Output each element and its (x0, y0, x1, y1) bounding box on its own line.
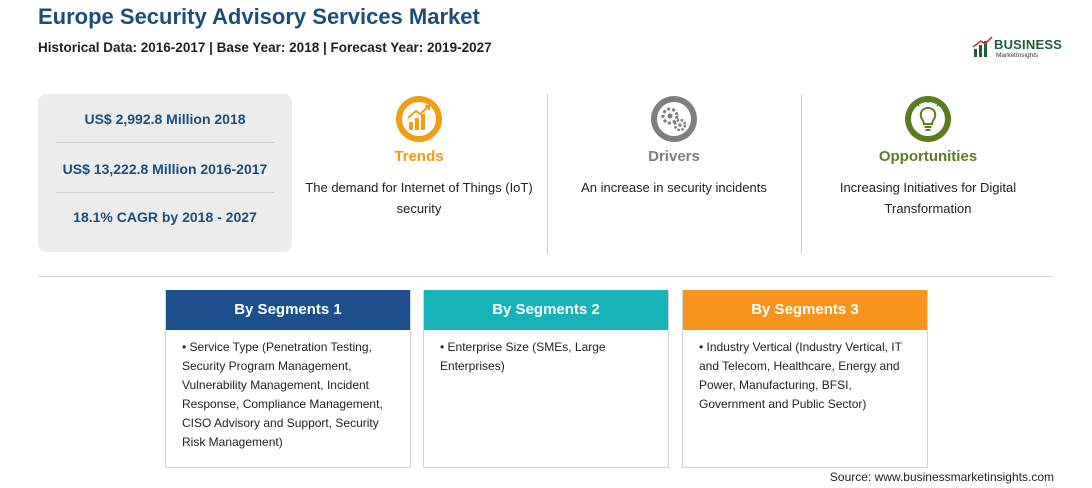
segment-3-header: By Segments 3 (683, 290, 927, 330)
trends-card: Trends The demand for Internet of Things… (292, 94, 546, 254)
lightbulb-icon (905, 96, 951, 142)
column-divider (547, 94, 548, 254)
stat-divider (56, 142, 274, 143)
segment-card-3: By Segments 3 • Industry Vertical (Indus… (682, 290, 928, 468)
segment-3-text: • Industry Vertical (Industry Vertical, … (699, 340, 902, 411)
page-subtitle: Historical Data: 2016-2017 | Base Year: … (38, 40, 492, 55)
drivers-label: Drivers (648, 148, 700, 165)
segment-2-header: By Segments 2 (424, 290, 668, 330)
logo-wordmark: BUSINESS (994, 37, 1063, 52)
column-divider (801, 94, 802, 254)
business-market-insights-logo: BUSINESS MarketInsights (972, 34, 1062, 64)
page-title: Europe Security Advisory Services Market (38, 4, 480, 29)
stat-divider (56, 192, 274, 193)
key-stats-panel: US$ 2,992.8 Million 2018 US$ 13,222.8 Mi… (38, 94, 292, 252)
segment-1-text: • Service Type (Penetration Testing, Sec… (182, 340, 383, 449)
opportunities-card: Opportunities Increasing Initiatives for… (801, 94, 1055, 254)
trends-description: The demand for Internet of Things (IoT) … (305, 180, 533, 216)
drivers-description: An increase in security incidents (581, 180, 767, 195)
opportunities-label: Opportunities (878, 148, 978, 165)
stat-cagr: 18.1% CAGR by 2018 - 2027 (73, 209, 257, 225)
growth-chart-icon (396, 96, 442, 142)
logo-subtext: MarketInsights (996, 52, 1039, 59)
segment-card-1: By Segments 1 • Service Type (Penetratio… (165, 290, 411, 468)
section-divider (38, 276, 1054, 277)
gears-icon (651, 96, 697, 142)
trends-label: Trends (394, 148, 444, 165)
opportunities-description: Increasing Initiatives for Digital Trans… (839, 180, 1017, 216)
segment-3-body: • Industry Vertical (Industry Vertical, … (683, 330, 927, 414)
segment-2-body: • Enterprise Size (SMEs, Large Enterpris… (424, 330, 668, 376)
segment-card-2: By Segments 2 • Enterprise Size (SMEs, L… (423, 290, 669, 468)
stat-historical-market-size: US$ 13,222.8 Million 2016-2017 (62, 161, 268, 177)
stat-market-size-2018: US$ 2,992.8 Million 2018 (84, 111, 246, 127)
source-note: Source: www.businessmarketinsights.com (829, 470, 1054, 484)
segment-1-body: • Service Type (Penetration Testing, Sec… (166, 330, 410, 452)
drivers-card: Drivers An increase in security incident… (547, 94, 801, 254)
segment-1-header: By Segments 1 (166, 290, 410, 330)
logo-icon (972, 36, 993, 57)
segment-2-text: • Enterprise Size (SMEs, Large Enterpris… (440, 340, 606, 373)
